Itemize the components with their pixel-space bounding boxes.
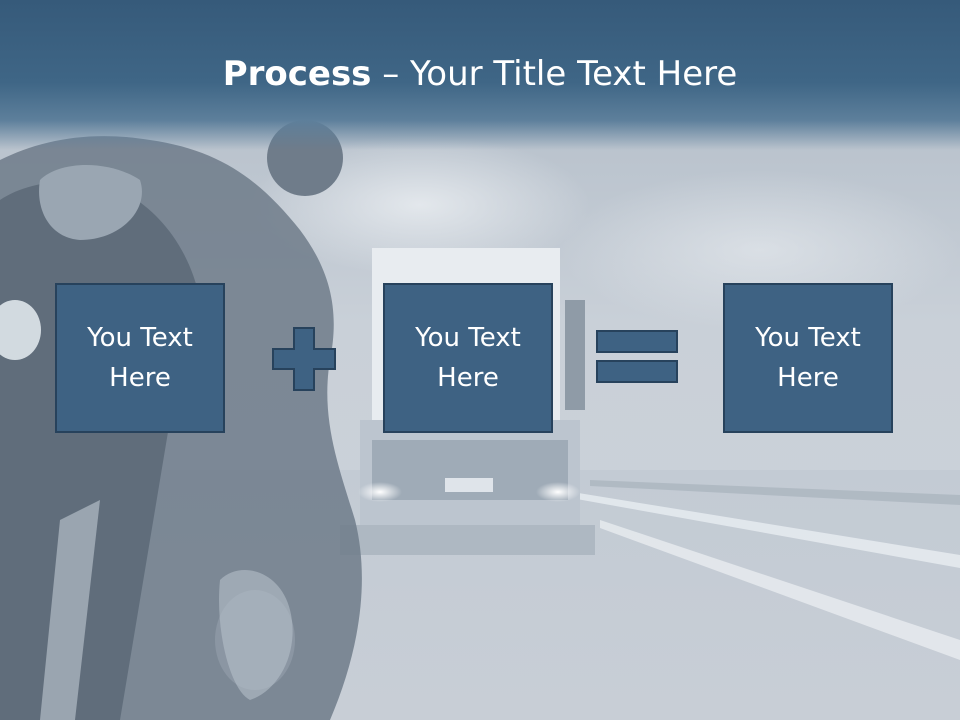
plus-icon: [272, 327, 336, 391]
process-box-3[interactable]: You Text Here: [723, 283, 893, 433]
equals-icon: [596, 330, 678, 383]
title-bar: [0, 0, 960, 150]
process-box-text: You Text Here: [755, 323, 861, 393]
slide-title: Process – Your Title Text Here: [0, 52, 960, 96]
title-bold: Process: [222, 54, 372, 94]
process-box-text: You Text Here: [415, 323, 521, 393]
title-rest: – Your Title Text Here: [371, 54, 738, 94]
process-box-2[interactable]: You Text Here: [383, 283, 553, 433]
process-box-text: You Text Here: [87, 323, 193, 393]
process-box-1[interactable]: You Text Here: [55, 283, 225, 433]
